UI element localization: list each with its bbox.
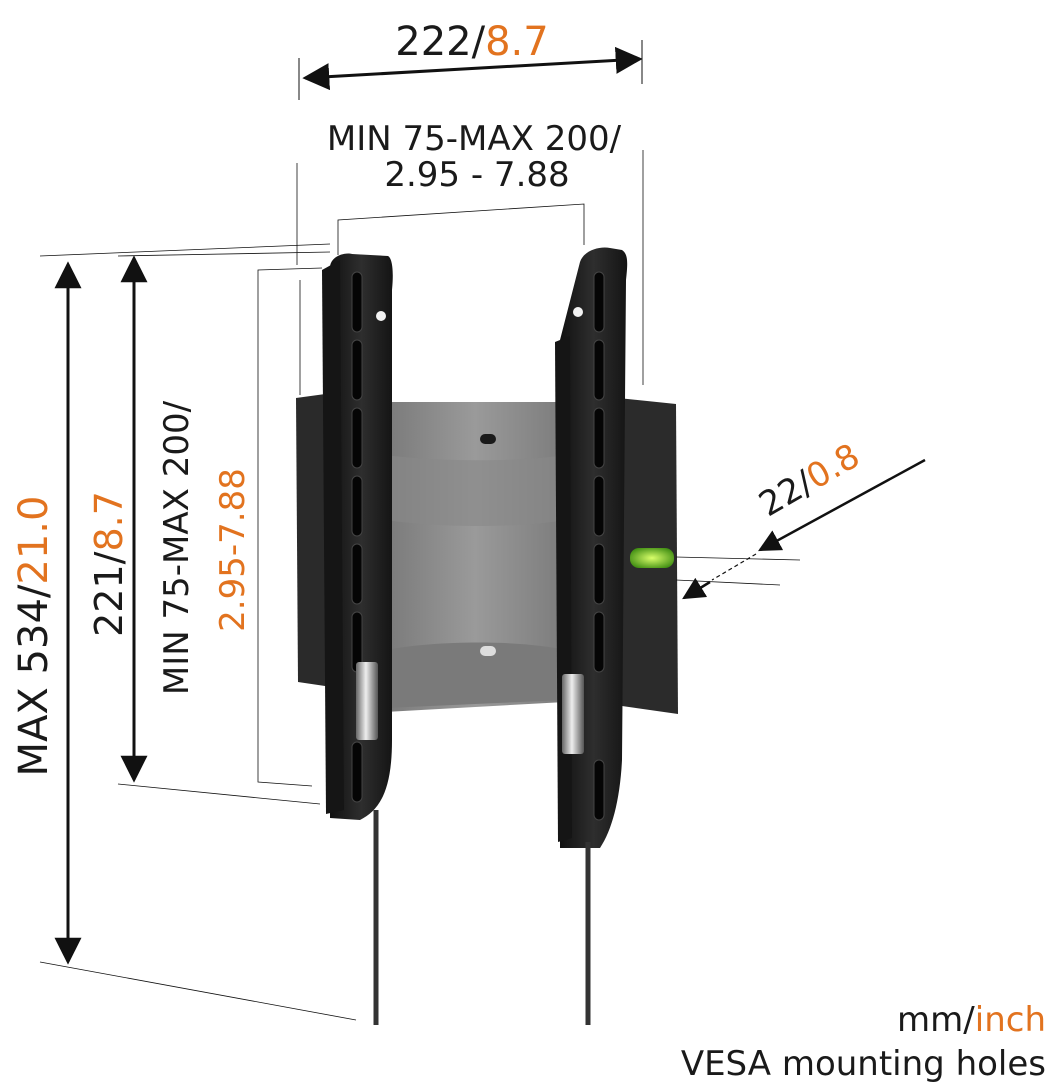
vesa-caption: VESA mounting holes: [680, 1044, 1046, 1084]
left-arm-slots: [351, 271, 363, 803]
left-arm-hole: [376, 311, 386, 321]
max-height-ext-bottom: [39, 961, 357, 1021]
left-latch: [356, 662, 378, 740]
depth-label: 22/0.8: [752, 436, 866, 525]
right-arm-slots: [593, 271, 605, 821]
vesa-v-label-line1: MIN 75-MAX 200/: [157, 400, 197, 695]
depth-ext-upper: [675, 556, 801, 561]
max-height-label: MAX 534/21.0: [11, 496, 57, 777]
vesa-h-label-line2: 2.95 - 7.88: [384, 155, 569, 195]
units-legend: mm/inch: [897, 1000, 1046, 1040]
depth-arrow-lower: [682, 577, 711, 600]
vesa-v-bracket: [257, 267, 323, 787]
plate-height-label: 221/8.7: [87, 491, 131, 637]
width-label: 222/8.7: [395, 19, 548, 65]
max-height-ext-top: [39, 243, 331, 257]
vesa-h-bracket: [337, 203, 585, 255]
wall-plate-rib: [385, 455, 565, 526]
right-arm-hole: [573, 307, 583, 317]
depth-arrow-upper: [758, 458, 926, 552]
plate-height-ext-top: [117, 251, 331, 257]
vesa-v-label-line2: 2.95-7.88: [213, 468, 253, 632]
width-arrow: [302, 46, 643, 91]
dimension-lines: [39, 40, 926, 1021]
wall-mount-product: [296, 247, 678, 1025]
plate-slot-top: [480, 434, 496, 444]
vesa-h-label-line1: MIN 75-MAX 200/: [327, 119, 622, 159]
plate-slot-bottom: [480, 646, 496, 656]
plate-height-ext-bottom: [117, 783, 321, 805]
depth-ext-lower: [675, 579, 781, 586]
units-inch: inch: [974, 1000, 1046, 1040]
right-arm-rail: [555, 336, 572, 842]
spirit-level: [630, 548, 674, 568]
units-mm: mm/: [897, 1000, 975, 1040]
right-latch: [562, 674, 584, 754]
depth-arrow-gap: [711, 553, 757, 581]
wall-plate-rib-lower: [385, 642, 565, 708]
left-arm-rail: [322, 260, 344, 814]
